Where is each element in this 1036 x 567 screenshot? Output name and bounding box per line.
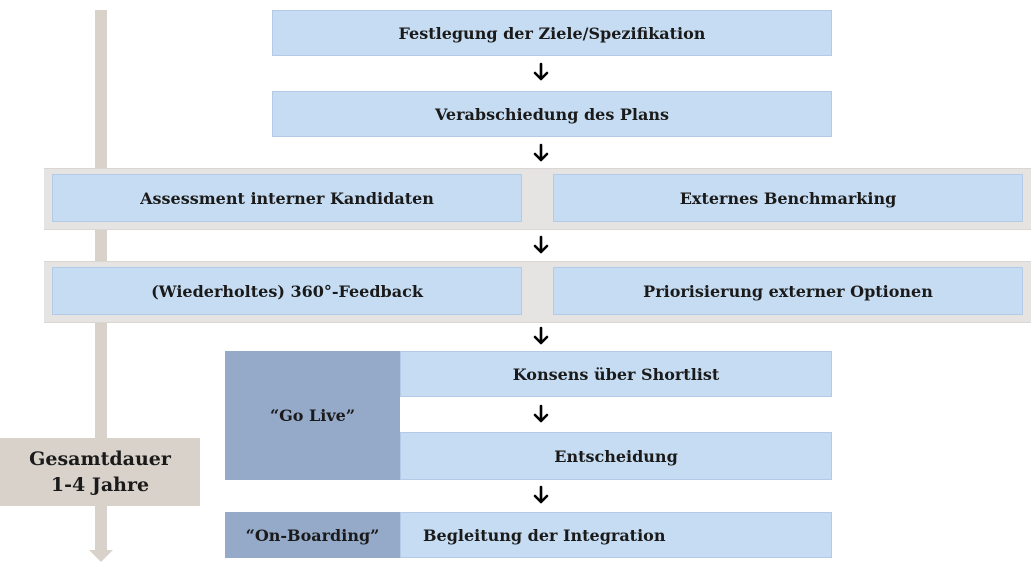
duration-label-line2: 1-4 Jahre: [50, 474, 150, 496]
step-integration-label: Begleitung der Integration: [423, 525, 666, 545]
down-arrow-icon: [531, 235, 551, 255]
step-decision-label: Entscheidung: [554, 446, 678, 466]
phase-onboarding: “On-Boarding”: [225, 512, 400, 558]
step-shortlist: Konsens über Shortlist: [400, 351, 832, 397]
step-decision: Entscheidung: [400, 432, 832, 480]
duration-label-line1: Gesamtdauer: [29, 448, 171, 470]
down-arrow-icon: [531, 62, 551, 82]
step-plan-label: Verabschiedung des Plans: [434, 104, 670, 124]
down-arrow-icon: [531, 485, 551, 505]
step-spec: Festlegung der Ziele/Spezifikation: [272, 10, 832, 56]
phase-go-live-label: “Go Live”: [269, 406, 356, 425]
step-feedback: (Wiederholtes) 360°-Feedback: [52, 267, 522, 315]
step-benchmarking: Externes Benchmarking: [553, 174, 1023, 222]
step-shortlist-label: Konsens über Shortlist: [512, 364, 720, 384]
timeline-arrow-head: [89, 550, 113, 562]
duration-label: Gesamtdauer 1-4 Jahre: [0, 438, 200, 506]
step-prioritization-label: Priorisierung externer Optionen: [643, 281, 933, 301]
step-benchmarking-label: Externes Benchmarking: [679, 188, 897, 208]
step-integration: Begleitung der Integration: [400, 512, 832, 558]
phase-go-live: “Go Live”: [225, 351, 400, 480]
down-arrow-icon: [531, 404, 551, 424]
down-arrow-icon: [531, 326, 551, 346]
phase-onboarding-label: “On-Boarding”: [245, 525, 380, 545]
down-arrow-icon: [531, 143, 551, 163]
step-spec-label: Festlegung der Ziele/Spezifikation: [398, 23, 706, 43]
step-prioritization: Priorisierung externer Optionen: [553, 267, 1023, 315]
step-assessment: Assessment interner Kandidaten: [52, 174, 522, 222]
step-assessment-label: Assessment interner Kandidaten: [140, 188, 434, 208]
step-feedback-label: (Wiederholtes) 360°-Feedback: [151, 281, 423, 301]
step-plan: Verabschiedung des Plans: [272, 91, 832, 137]
